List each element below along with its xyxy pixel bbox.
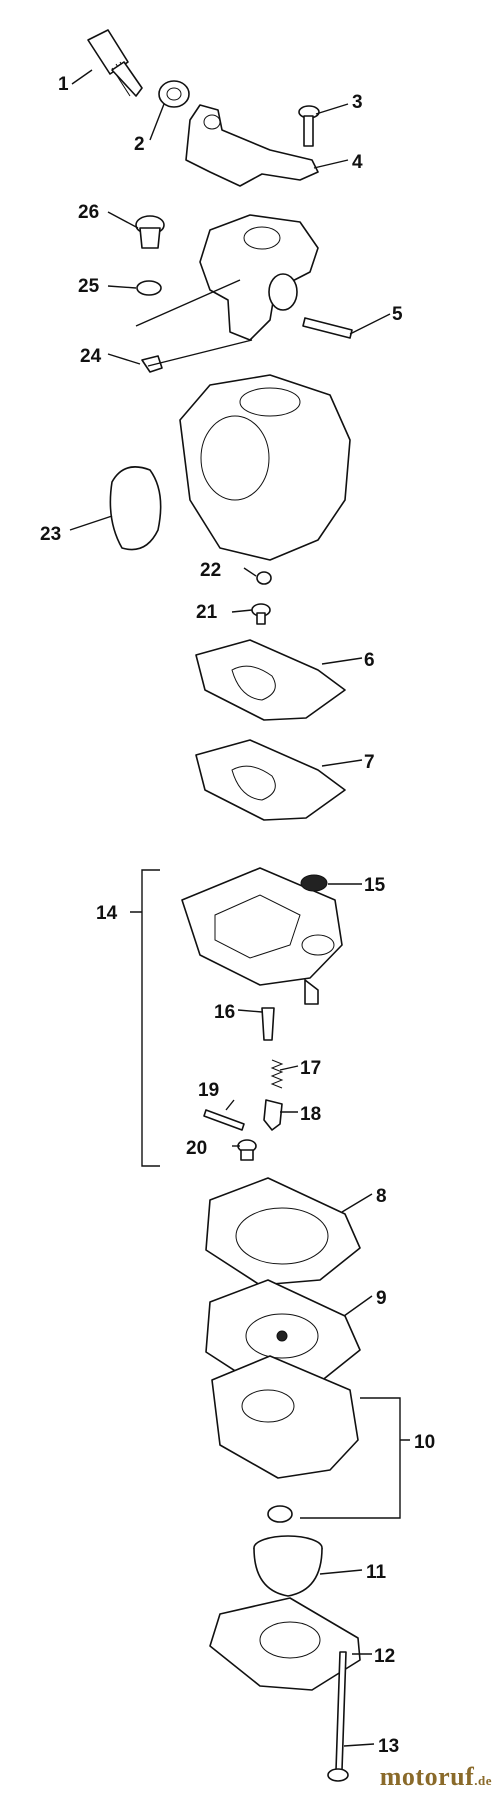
callout-8: 8 bbox=[376, 1186, 387, 1207]
callout-5: 5 bbox=[392, 304, 403, 325]
part-10-cover bbox=[211, 1355, 359, 1523]
part-3-screw bbox=[298, 105, 320, 147]
part-2-nut bbox=[158, 80, 190, 108]
callout-7: 7 bbox=[364, 752, 375, 773]
callout-22: 22 bbox=[200, 560, 221, 581]
upper-body-assembly bbox=[199, 214, 319, 341]
callout-18: 18 bbox=[300, 1104, 321, 1125]
part-26-screw bbox=[135, 215, 165, 249]
callout-1: 1 bbox=[58, 74, 69, 95]
callout-6: 6 bbox=[364, 650, 375, 671]
part-6-gasket bbox=[195, 639, 346, 721]
part-16-needle bbox=[261, 1007, 275, 1041]
motoruf-watermark-logo: motoruf.de bbox=[379, 1762, 492, 1791]
part-20-screw bbox=[237, 1139, 257, 1161]
callout-25: 25 bbox=[78, 276, 100, 297]
part-18-lever bbox=[263, 1099, 283, 1131]
callout-14: 14 bbox=[96, 903, 118, 924]
part-25-washer bbox=[136, 280, 162, 296]
callout-12: 12 bbox=[374, 1646, 395, 1667]
part-9-diaphragm bbox=[205, 1279, 361, 1388]
part-19-pin bbox=[203, 1109, 245, 1131]
callout-3: 3 bbox=[352, 92, 363, 113]
callout-10: 10 bbox=[414, 1432, 435, 1453]
part-22-o-ring bbox=[256, 571, 272, 585]
callout-13: 13 bbox=[378, 1736, 399, 1757]
part-8-gasket bbox=[205, 1177, 361, 1286]
part-10-bracket bbox=[300, 1397, 410, 1519]
callout-17: 17 bbox=[300, 1058, 321, 1079]
callout-labels: 1 2 3 4 5 6 7 8 9 10 11 12 13 14 15 16 1… bbox=[40, 74, 435, 1757]
part-17-spring bbox=[270, 1059, 284, 1089]
callout-11: 11 bbox=[366, 1562, 387, 1583]
callout-24: 24 bbox=[80, 346, 102, 367]
main-carburetor-body bbox=[179, 374, 351, 561]
part-24-clip bbox=[141, 355, 163, 373]
part-21-screw bbox=[251, 603, 271, 625]
part-1-adjusting-screw bbox=[87, 29, 143, 97]
callout-16: 16 bbox=[214, 1002, 235, 1023]
callout-19: 19 bbox=[198, 1080, 219, 1101]
part-12-retainer-plate bbox=[209, 1597, 361, 1691]
callout-21: 21 bbox=[196, 602, 218, 623]
part-15-seal bbox=[300, 874, 328, 892]
leader-lines bbox=[69, 69, 391, 1747]
part-11-primer-bulb bbox=[253, 1535, 323, 1597]
callout-9: 9 bbox=[376, 1288, 387, 1309]
part-23-ring-gasket bbox=[109, 466, 162, 551]
callout-20: 20 bbox=[186, 1138, 207, 1159]
callout-23: 23 bbox=[40, 524, 61, 545]
part-14-bracket bbox=[130, 869, 160, 1167]
part-7-diaphragm bbox=[195, 739, 346, 821]
callout-4: 4 bbox=[352, 152, 363, 173]
callout-26: 26 bbox=[78, 202, 99, 223]
part-13-screw bbox=[327, 1651, 349, 1782]
callout-2: 2 bbox=[134, 134, 145, 155]
part-14-pump-body bbox=[181, 867, 343, 1005]
callout-15: 15 bbox=[364, 875, 386, 896]
part-5-screw bbox=[302, 317, 353, 339]
